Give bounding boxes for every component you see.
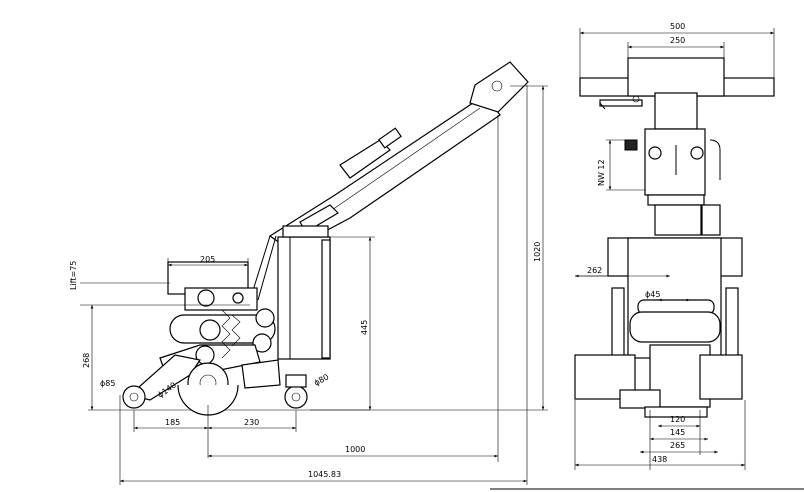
dim-120: 120: [670, 415, 685, 424]
dim-1045: 1045.83: [308, 470, 341, 479]
motor-housing: [277, 225, 331, 360]
dim-230: 230: [244, 418, 259, 427]
front-dimensions: 500 250 NW 12 262 ϕ45 120 145: [574, 22, 775, 470]
clamp-block: [624, 128, 721, 236]
phi-85: ϕ85: [100, 379, 115, 388]
phi-80: ϕ80: [313, 372, 331, 388]
side-view: 205 Lift=75 268 445 1020 185 230: [69, 61, 548, 485]
dim-1020: 1020: [533, 242, 542, 262]
dim-lift: Lift=75: [69, 261, 78, 290]
dim-205: 205: [200, 255, 215, 264]
drive-mechanism: [128, 261, 281, 401]
dim-445: 445: [360, 320, 369, 335]
dim-nw12: NW 12: [597, 159, 606, 186]
dim-145: 145: [670, 428, 685, 437]
dim-500: 500: [670, 22, 685, 31]
wheels: [122, 362, 308, 416]
dim-250: 250: [670, 36, 685, 45]
phi-45: ϕ45: [645, 290, 660, 299]
dim-185: 185: [165, 418, 180, 427]
dim-268: 268: [82, 353, 91, 368]
boom-arm: [249, 61, 529, 301]
lower-body: [574, 237, 743, 418]
front-view: 500 250 NW 12 262 ϕ45 120 145: [574, 22, 775, 470]
dim-265: 265: [670, 441, 685, 450]
dim-1000: 1000: [345, 445, 365, 454]
dim-262: 262: [587, 266, 602, 275]
handle-bar: [579, 57, 775, 130]
dim-438: 438: [652, 455, 667, 464]
